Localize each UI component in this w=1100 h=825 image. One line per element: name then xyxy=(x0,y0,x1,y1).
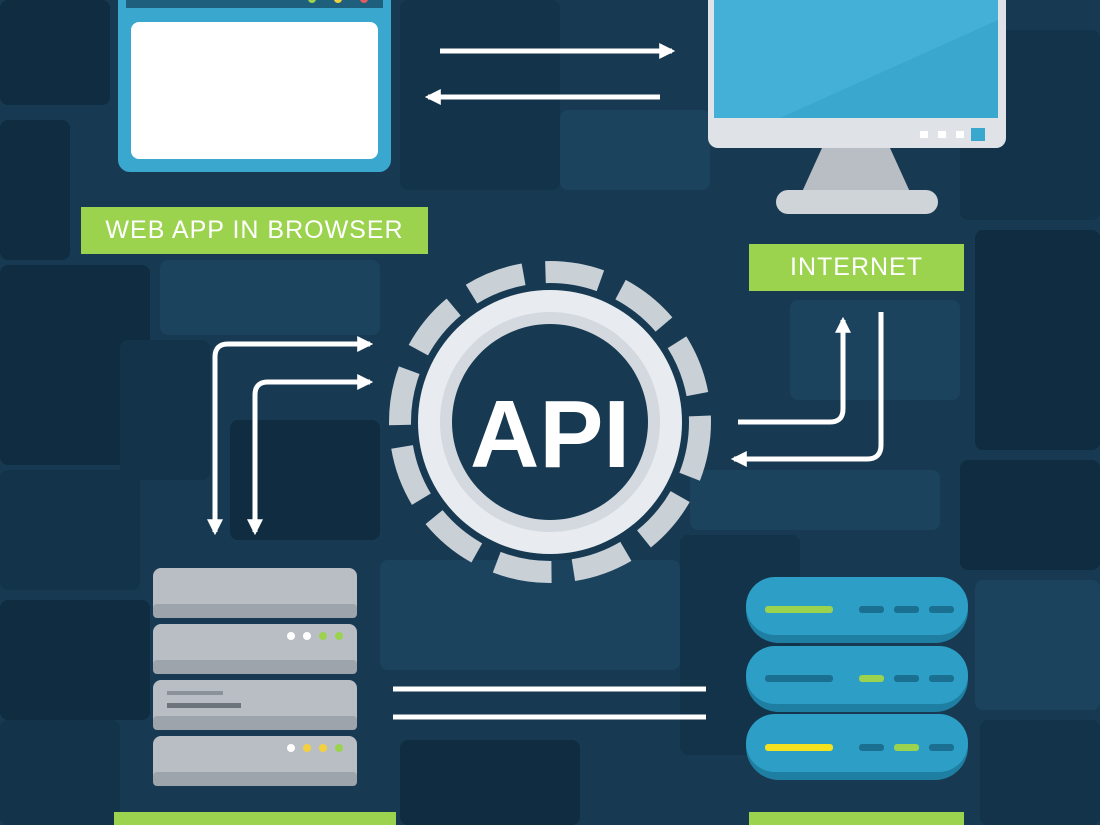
arrow-gear-to-server-outer xyxy=(206,335,374,536)
internet-label: INTERNET xyxy=(749,244,964,291)
arrow-gear-to-server-inner xyxy=(246,373,374,536)
browser-window-icon xyxy=(118,0,391,172)
arrow-internet-to-gear xyxy=(730,312,884,468)
monitor-icon xyxy=(708,0,1006,214)
api-label: API xyxy=(470,381,630,488)
server-rack-icon xyxy=(153,568,357,786)
database-label xyxy=(749,812,964,825)
arrow-gear-to-internet xyxy=(738,316,852,425)
database-server-icon xyxy=(746,577,968,780)
web-app-label: WEB APP IN BROWSER xyxy=(81,207,428,254)
api-gear-icon: API xyxy=(389,261,711,583)
server-label xyxy=(114,812,396,825)
